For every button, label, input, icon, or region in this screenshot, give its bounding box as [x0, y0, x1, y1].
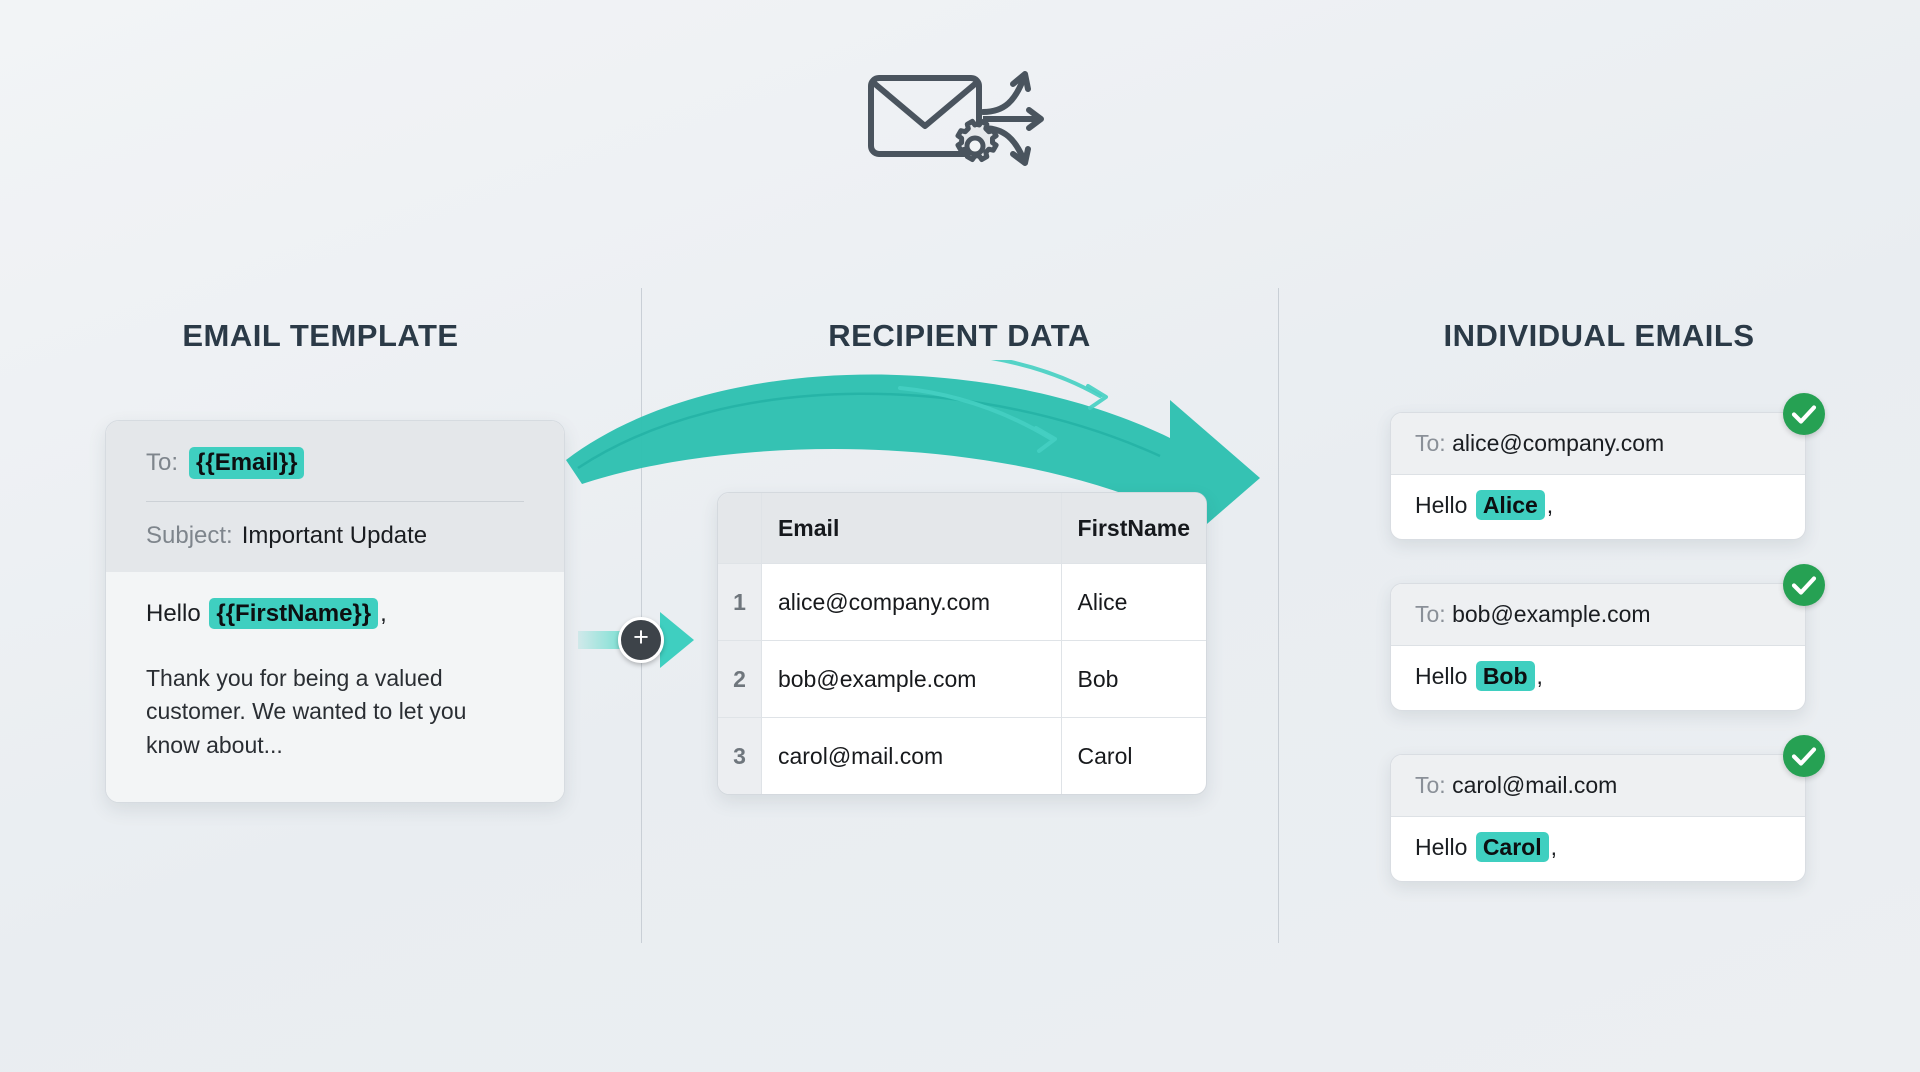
template-greeting: Hello {{FirstName}}, — [146, 598, 524, 629]
individual-email-card: To: bob@example.com Hello Bob, — [1390, 564, 1825, 711]
email-card-to-label: To: — [1415, 772, 1446, 798]
plus-icon[interactable]: + — [618, 617, 664, 663]
sent-check-icon — [1783, 564, 1825, 606]
row-email: bob@example.com — [761, 640, 1062, 718]
table-header-index — [718, 493, 762, 564]
email-template-card: To: {{Email}} Subject: Important Update … — [105, 420, 565, 804]
row-firstname: Bob — [1061, 640, 1206, 718]
row-index: 3 — [718, 717, 762, 794]
email-card-name: Alice — [1475, 490, 1545, 520]
email-card-to-value: carol@mail.com — [1452, 772, 1618, 798]
row-index: 2 — [718, 640, 762, 718]
template-firstname-token[interactable]: {{FirstName}} — [209, 598, 379, 629]
email-card-greeting-prefix: Hello — [1415, 492, 1468, 518]
template-header: To: {{Email}} Subject: Important Update — [106, 421, 564, 572]
template-subject-row: Subject: Important Update — [146, 522, 524, 550]
table-header-email: Email — [761, 493, 1062, 564]
email-card-greeting-suffix: , — [1550, 834, 1557, 860]
section-title-email-template: EMAIL TEMPLATE — [182, 318, 459, 353]
hero-icon-wrapper — [0, 62, 1920, 177]
recipient-data-table: Email FirstName 1 alice@company.com Alic… — [717, 492, 1207, 795]
email-card-to-label: To: — [1415, 601, 1446, 627]
email-card-to-row: To: bob@example.com — [1391, 584, 1805, 646]
table-header-row: Email FirstName — [718, 493, 1206, 564]
template-subject-label: Subject: — [146, 522, 233, 549]
email-card-body: Hello Carol, — [1391, 817, 1805, 881]
email-card-greeting-prefix: Hello — [1415, 663, 1468, 689]
individual-email-card: To: alice@company.com Hello Alice, — [1390, 393, 1825, 540]
email-card-name: Carol — [1475, 832, 1549, 862]
template-greeting-suffix: , — [380, 600, 387, 627]
template-to-label: To: — [146, 449, 179, 476]
merge-connector: + — [578, 612, 694, 668]
template-header-rule — [146, 501, 524, 502]
email-card-to-label: To: — [1415, 430, 1446, 456]
section-title-recipient-data: RECIPIENT DATA — [828, 318, 1091, 353]
email-card-greeting-prefix: Hello — [1415, 834, 1468, 860]
row-email: alice@company.com — [761, 563, 1062, 641]
column-divider-left — [641, 288, 642, 943]
individual-email-card: To: carol@mail.com Hello Carol, — [1390, 735, 1825, 882]
template-body: Hello {{FirstName}}, Thank you for being… — [106, 572, 564, 803]
connector-arrow-icon — [660, 612, 694, 668]
section-title-individual-emails: INDIVIDUAL EMAILS — [1443, 318, 1755, 353]
template-greeting-prefix: Hello — [146, 600, 201, 627]
email-card-body: Hello Bob, — [1391, 646, 1805, 710]
email-card-to-row: To: alice@company.com — [1391, 413, 1805, 475]
email-card-greeting-suffix: , — [1546, 492, 1554, 518]
table-row[interactable]: 2 bob@example.com Bob — [718, 640, 1206, 718]
row-index: 1 — [718, 563, 762, 641]
email-card-to-value: bob@example.com — [1452, 601, 1651, 627]
row-firstname: Alice — [1061, 563, 1206, 641]
table-row[interactable]: 1 alice@company.com Alice — [718, 563, 1206, 641]
row-email: carol@mail.com — [761, 717, 1062, 794]
envelope-gear-arrows-icon — [868, 71, 1044, 166]
template-to-token[interactable]: {{Email}} — [189, 447, 305, 479]
connector-stub — [578, 631, 622, 649]
table-header-firstname: FirstName — [1061, 493, 1206, 564]
email-card-to-row: To: carol@mail.com — [1391, 755, 1805, 817]
column-divider-right — [1278, 288, 1279, 943]
sent-check-icon — [1783, 735, 1825, 777]
email-card-name: Bob — [1475, 661, 1535, 691]
table-row[interactable]: 3 carol@mail.com Carol — [718, 717, 1206, 794]
template-subject-value: Important Update — [241, 522, 428, 549]
email-card-to-value: alice@company.com — [1452, 430, 1665, 456]
template-body-text: Thank you for being a valued customer. W… — [146, 665, 467, 758]
template-to-row: To: {{Email}} — [146, 447, 524, 479]
email-card-body: Hello Alice, — [1391, 475, 1805, 539]
email-card-greeting-suffix: , — [1536, 663, 1543, 689]
sent-check-icon — [1783, 393, 1825, 435]
row-firstname: Carol — [1077, 742, 1133, 769]
